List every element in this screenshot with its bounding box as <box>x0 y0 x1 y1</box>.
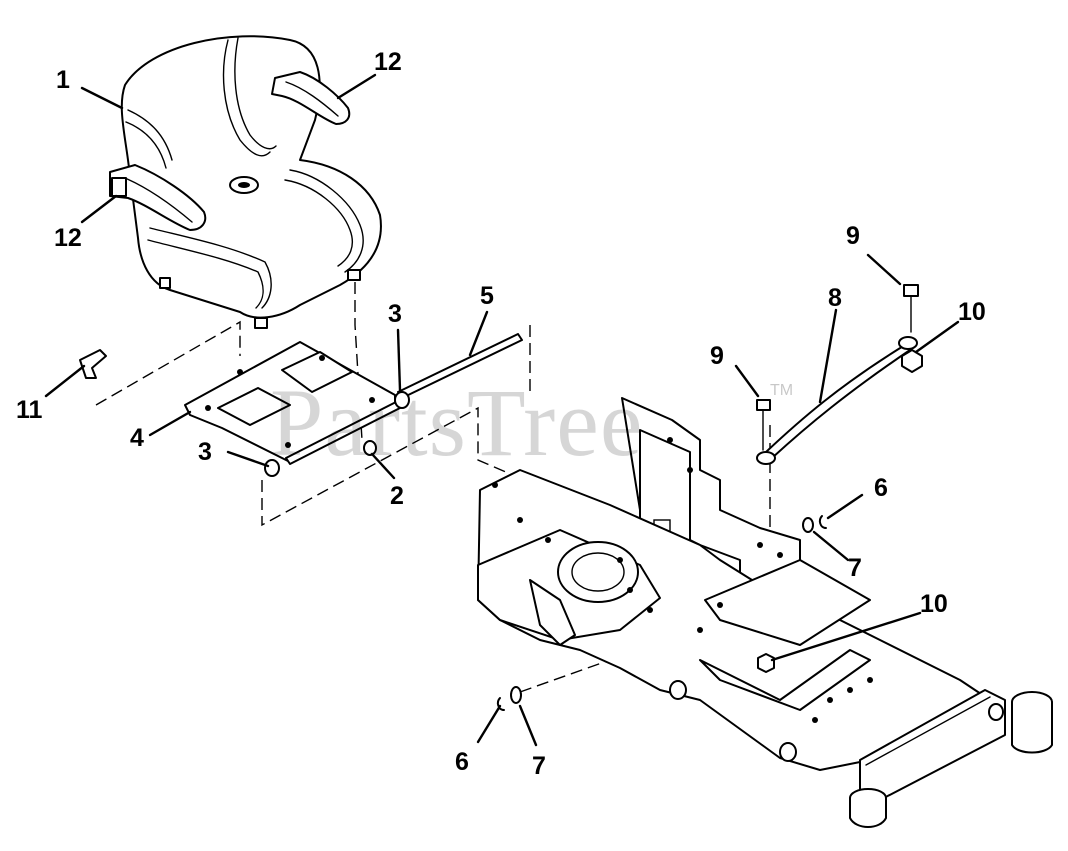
callout-3-upper: 3 <box>388 300 402 328</box>
nut-10-upper[interactable] <box>901 349 923 373</box>
callout-2: 2 <box>390 482 404 510</box>
callout-9-left: 9 <box>710 342 724 370</box>
callout-9-right: 9 <box>846 222 860 250</box>
bolt-9-left[interactable] <box>756 399 771 451</box>
bolt-9-right[interactable] <box>903 284 919 333</box>
callout-7-lower: 7 <box>532 752 546 780</box>
watermark-text: PartsTree <box>270 369 643 476</box>
nut-10-lower[interactable] <box>757 653 775 673</box>
link-rod-8[interactable] <box>756 336 918 465</box>
callout-10-lower: 10 <box>920 590 948 618</box>
callout-6-upper: 6 <box>874 474 888 502</box>
clip-6-upper[interactable] <box>818 515 827 529</box>
callout-3-lower: 3 <box>198 438 212 466</box>
spacer-3-upper[interactable] <box>394 391 410 409</box>
callout-8: 8 <box>828 284 842 312</box>
callout-7-upper: 7 <box>848 554 862 582</box>
callout-10-upper: 10 <box>958 298 986 326</box>
spacer-3-lower[interactable] <box>264 459 280 477</box>
washer-7-upper[interactable] <box>802 517 814 533</box>
seat[interactable] <box>109 35 382 329</box>
clip-11[interactable] <box>79 349 107 379</box>
watermark-trademark: TM <box>770 382 793 399</box>
callout-12-upper: 12 <box>374 48 402 76</box>
callout-5: 5 <box>480 282 494 310</box>
bushing-2[interactable] <box>363 440 377 456</box>
callout-6-lower: 6 <box>455 748 469 776</box>
callout-12-lower: 12 <box>54 224 82 252</box>
watermark: PartsTree TM <box>270 369 793 476</box>
callout-11: 11 <box>16 396 43 424</box>
callout-4: 4 <box>130 424 144 452</box>
mower-frame[interactable] <box>477 397 1053 828</box>
washer-7-lower[interactable] <box>510 686 522 704</box>
callout-1: 1 <box>56 66 70 94</box>
callout-labels: 1 12 12 11 4 3 3 2 5 9 9 8 10 10 6 6 7 7 <box>16 48 986 780</box>
leader-lines <box>44 73 960 747</box>
